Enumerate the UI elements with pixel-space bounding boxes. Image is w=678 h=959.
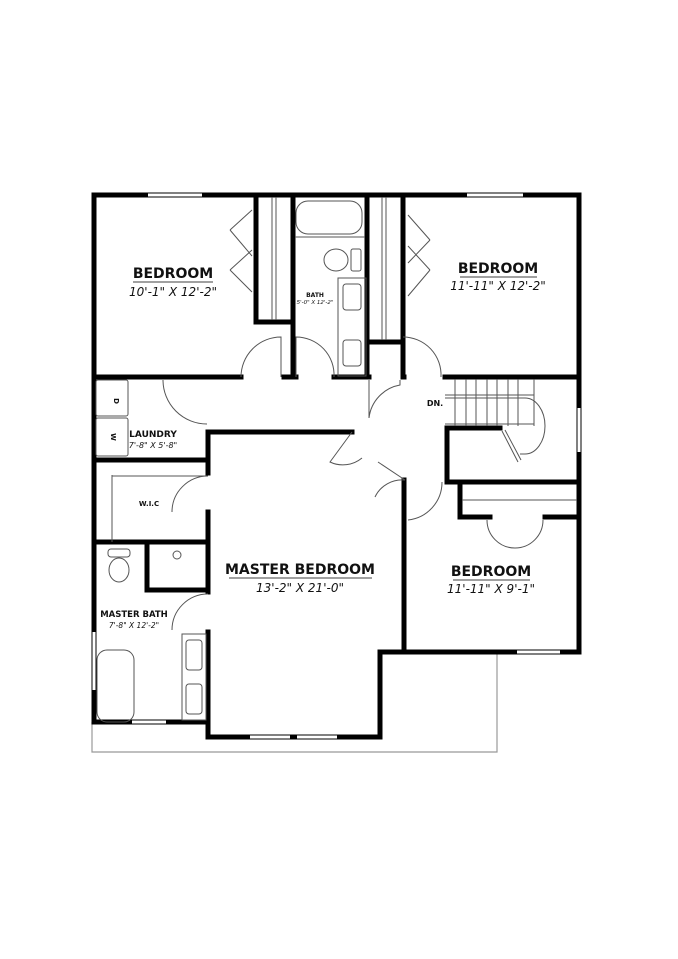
room-name-bedroom-nw: BEDROOM xyxy=(133,266,213,282)
bathtub-icon xyxy=(96,649,135,723)
porch-outline xyxy=(91,652,498,753)
sink-icon xyxy=(342,283,362,311)
sink-icon xyxy=(185,639,203,671)
washer-icon xyxy=(95,417,129,457)
room-name-bedroom-ne: BEDROOM xyxy=(458,261,538,277)
room-name-master-bedroom: MASTER BEDROOM xyxy=(225,562,375,578)
room-size-bath: 5'-0" X 12'-2" xyxy=(297,300,334,306)
sink-icon xyxy=(342,339,362,367)
bathtub-icon xyxy=(295,200,363,235)
room-size-bedroom-nw: 10'-1" X 12'-2" xyxy=(129,285,217,299)
toilet-icon xyxy=(323,248,349,272)
room-name-wic: W.I.C xyxy=(139,500,159,508)
room-name-bedroom-se: BEDROOM xyxy=(451,564,531,580)
staircase[interactable] xyxy=(445,379,546,463)
dryer-label: D xyxy=(112,398,120,404)
interior-walls xyxy=(91,192,582,740)
shower-drain-icon xyxy=(172,550,182,560)
toilet-icon xyxy=(108,557,130,583)
room-size-laundry: 7'-8" X 5'-8" xyxy=(129,441,177,450)
room-name-laundry: LAUNDRY xyxy=(129,430,177,440)
closet-shelves xyxy=(111,197,577,542)
doors xyxy=(162,209,544,631)
sink-icon xyxy=(185,683,203,715)
room-size-bedroom-se: 11'-11" X 9'-1" xyxy=(447,582,535,596)
room-name-master-bath: MASTER BATH xyxy=(100,610,168,620)
room-name-bath: BATH xyxy=(306,292,324,299)
room-size-master-bath: 7'-8" X 12'-2" xyxy=(109,621,159,630)
room-size-bedroom-ne: 11'-11" X 12'-2" xyxy=(450,279,546,293)
washer-label: W xyxy=(109,433,117,441)
room-size-master-bedroom: 13'-2" X 21'-0" xyxy=(256,581,344,595)
dryer-icon xyxy=(95,379,129,417)
stairs-down-label: DN. xyxy=(427,399,443,408)
bath-fixtures xyxy=(95,200,367,723)
exterior-walls xyxy=(91,192,582,740)
